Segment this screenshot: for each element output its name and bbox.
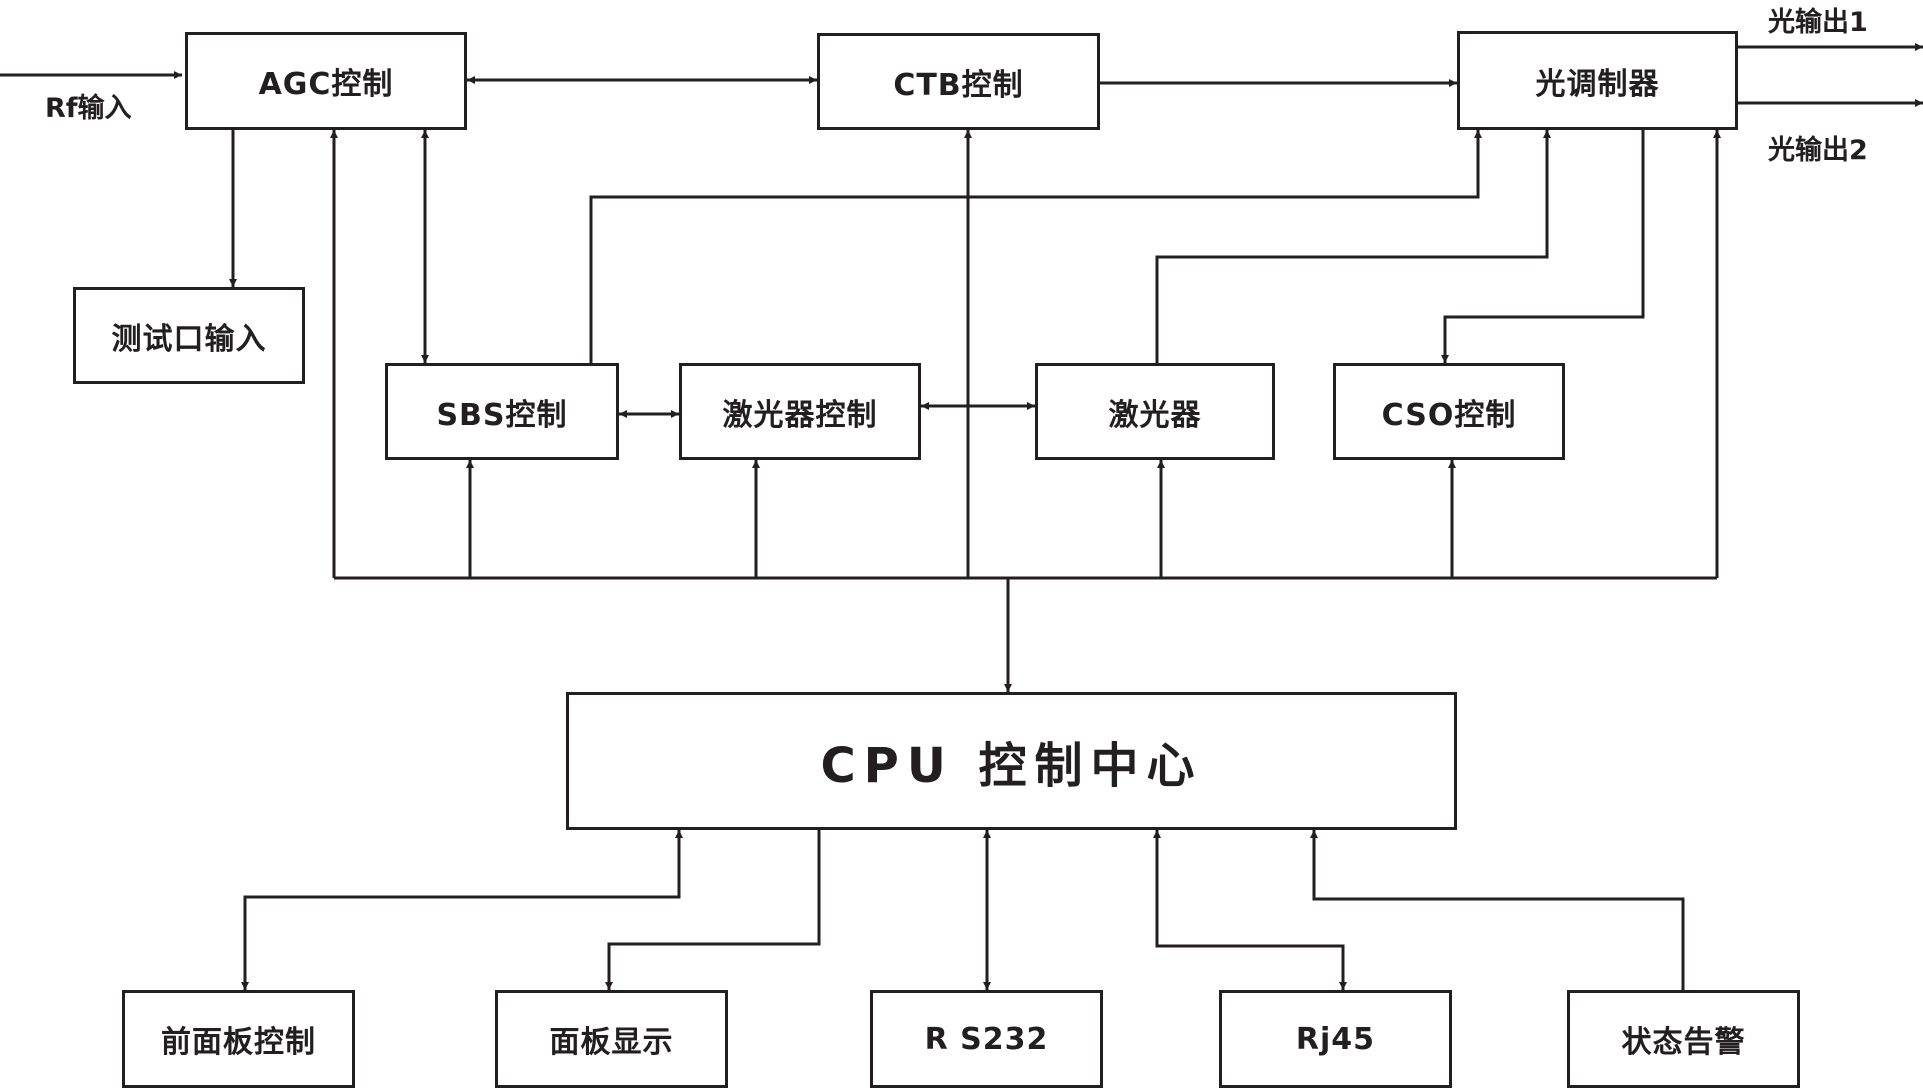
panel-display-box: 面板显示 [495, 990, 728, 1088]
panel-display-label: 面板显示 [549, 1025, 674, 1060]
edge-laser-modulator [1155, 130, 1551, 363]
optical-output-1-label: 光输出1 [1768, 7, 1868, 38]
optical-modulator-box: 光调制器 [1457, 31, 1738, 130]
test-port-label: 测试口输入 [111, 321, 267, 357]
ctb-control-box: CTB控制 [817, 33, 1100, 130]
laser-box: 激光器 [1035, 363, 1275, 460]
ctb-control-label: CTB控制 [893, 67, 1024, 103]
cpu-control-center-box: CPU 控制中心 [566, 692, 1457, 830]
rj45-box: Rj45 [1219, 990, 1452, 1088]
edge-modulator-cso [1441, 130, 1645, 363]
agc-control-label: AGC控制 [258, 67, 394, 102]
test-port-box: 测试口输入 [73, 287, 305, 384]
laser-control-box: 激光器控制 [679, 363, 921, 460]
optical-output-2-label: 光输出2 [1768, 135, 1868, 166]
laser-control-label: 激光器控制 [722, 397, 878, 433]
laser-label: 激光器 [1108, 397, 1202, 433]
edge-frontpanel-cpu [241, 830, 683, 990]
sbs-control-label: SBS控制 [436, 397, 568, 433]
front-panel-control-box: 前面板控制 [122, 990, 355, 1088]
cso-control-label: CSO控制 [1381, 397, 1517, 433]
agc-control-box: AGC控制 [185, 32, 467, 130]
sbs-control-box: SBS控制 [385, 363, 619, 460]
edge-cpu-paneldisplay [605, 830, 821, 990]
optical-modulator-label: 光调制器 [1535, 66, 1660, 102]
rs232-box: R S232 [870, 990, 1103, 1088]
edge-statusalarm-cpu [1310, 830, 1685, 990]
edge-rj45-cpu [1153, 830, 1347, 990]
cso-control-box: CSO控制 [1333, 363, 1565, 460]
front-panel-control-label: 前面板控制 [161, 1025, 316, 1060]
rs232-label: R S232 [924, 1021, 1049, 1057]
status-alarm-box: 状态告警 [1567, 990, 1800, 1088]
edge-sbs-modulator [589, 130, 1482, 363]
cpu-control-center-label: CPU 控制中心 [820, 738, 1203, 794]
rj45-label: Rj45 [1295, 1021, 1376, 1057]
rf-input-label: Rf输入 [45, 93, 132, 124]
status-alarm-label: 状态告警 [1621, 1025, 1746, 1060]
